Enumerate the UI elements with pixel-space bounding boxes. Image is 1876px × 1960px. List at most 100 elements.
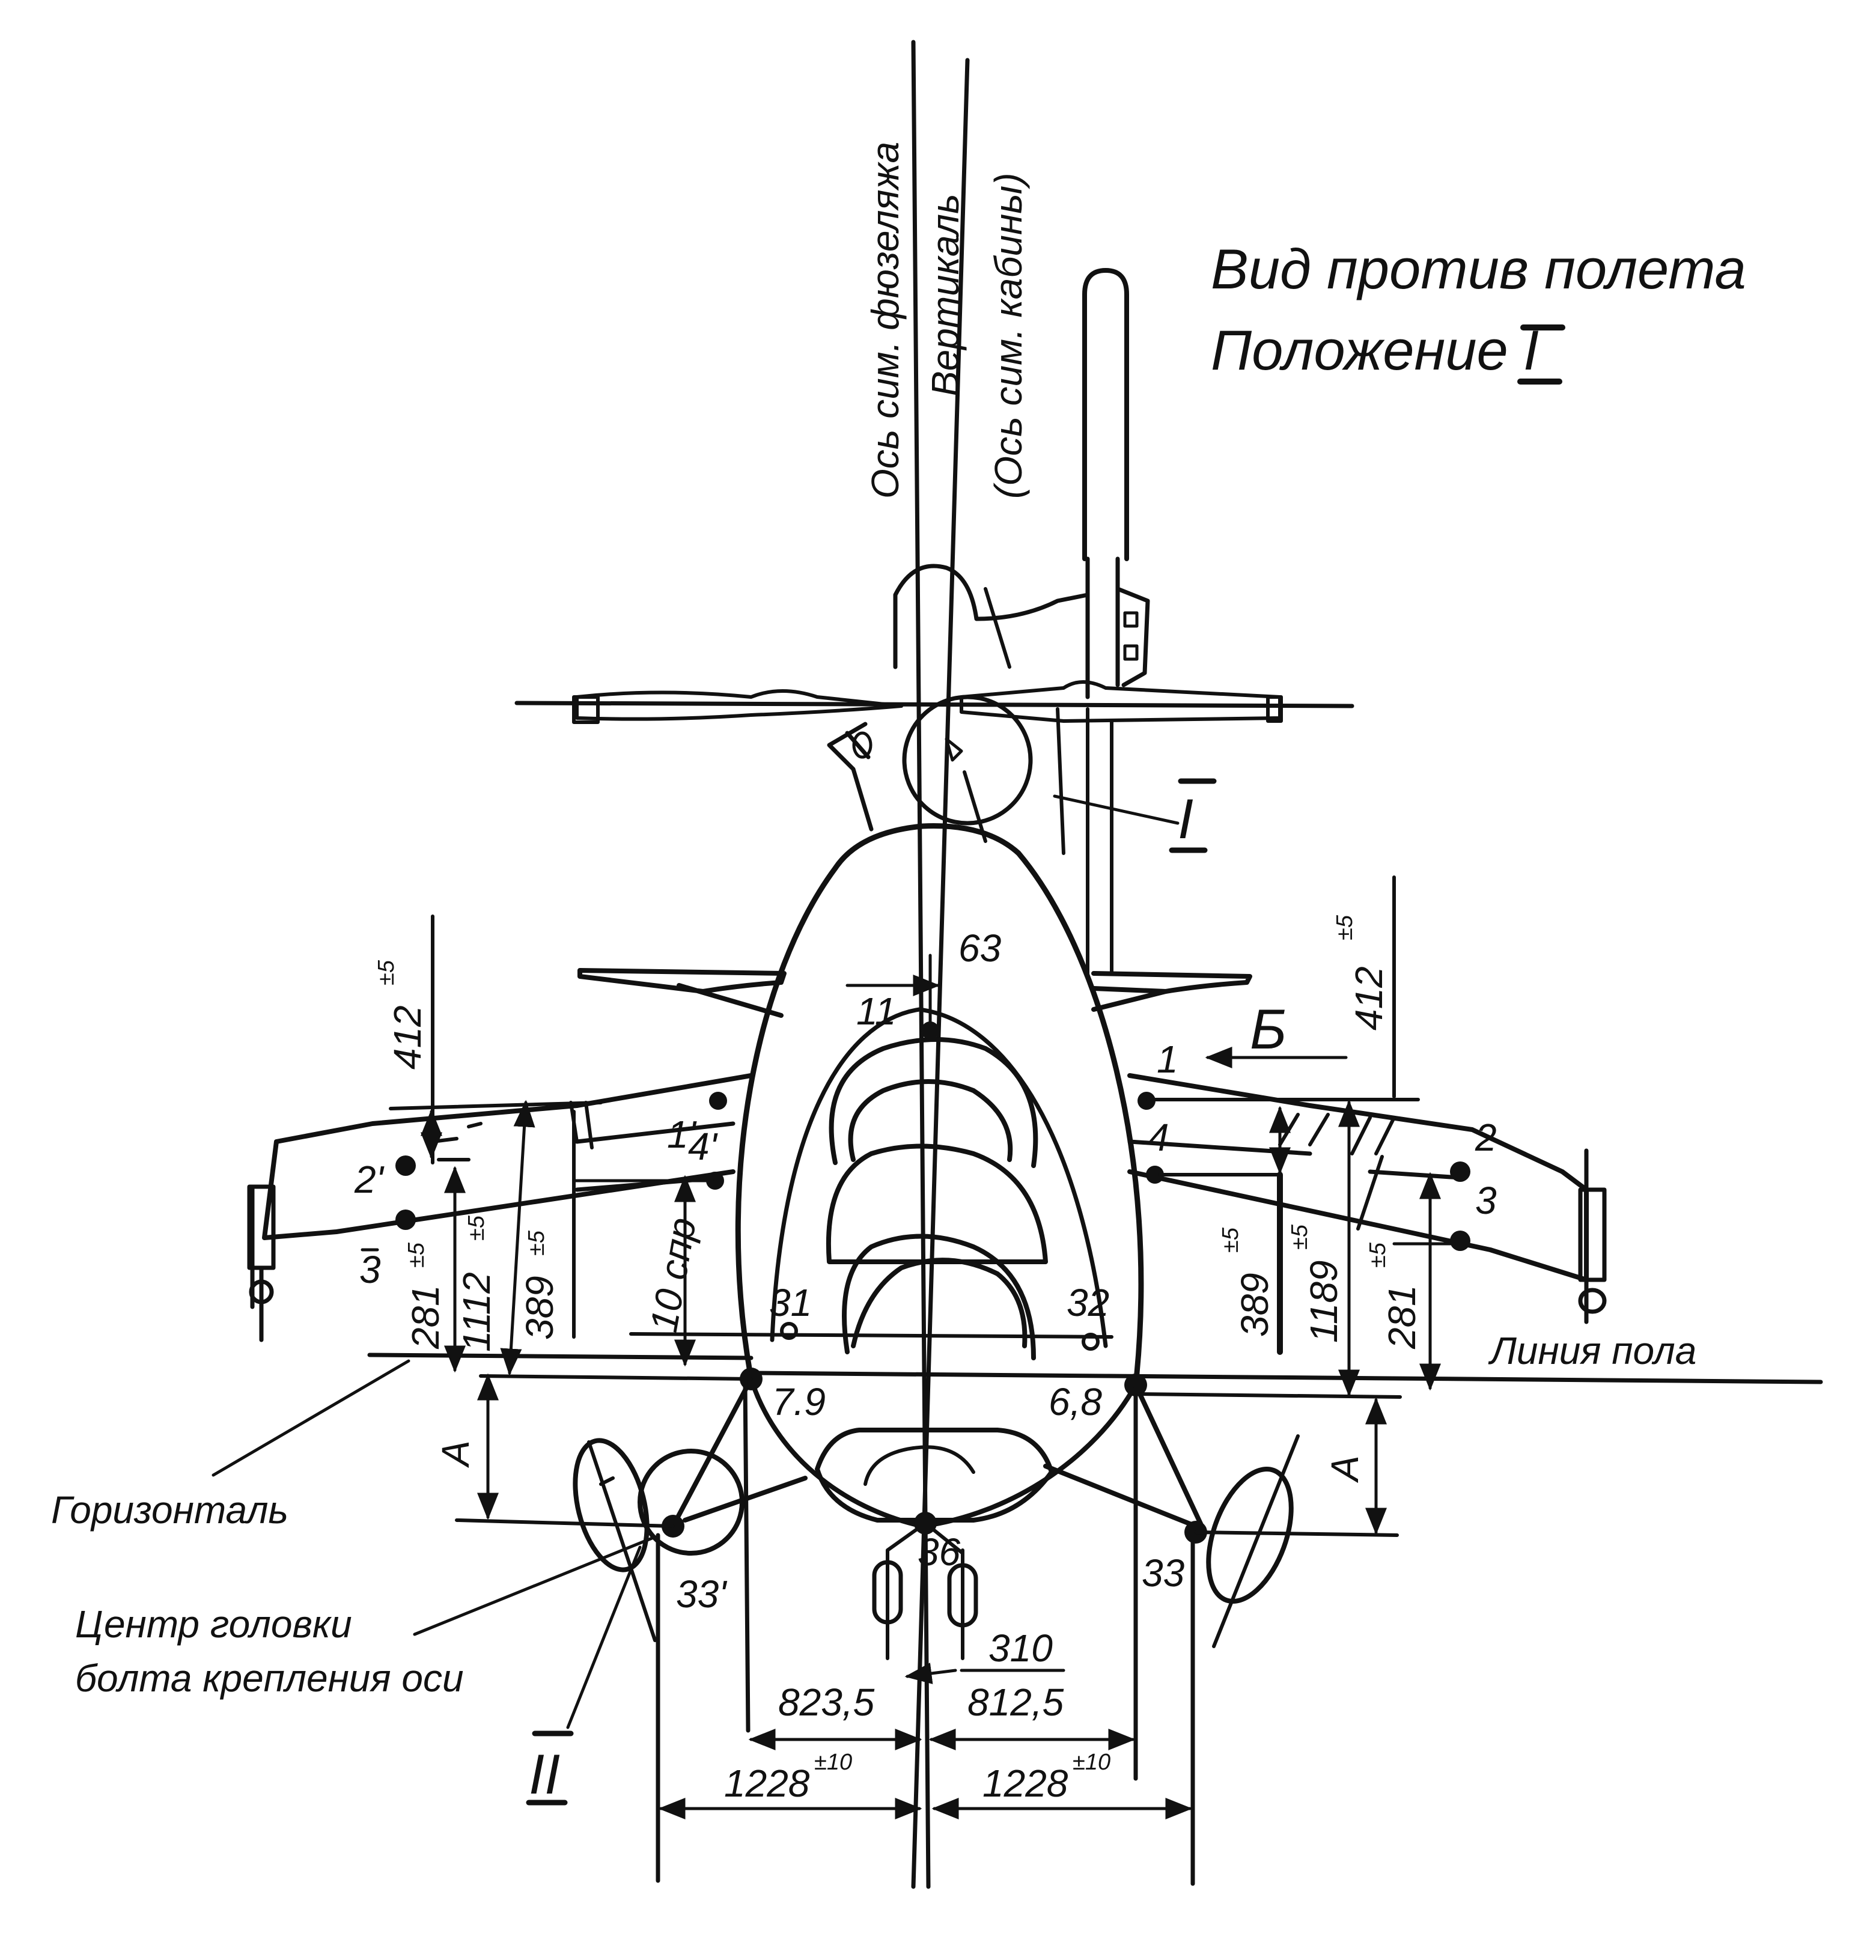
right-wheel-axle — [1212, 1434, 1300, 1648]
label-p32: 32 — [1067, 1281, 1109, 1324]
label-p33: 33 — [1142, 1551, 1185, 1595]
tol-281-left: ±5 — [404, 1242, 429, 1268]
canopy-frame-5 — [851, 1258, 1028, 1348]
view-i-label: I — [1178, 787, 1193, 850]
dim-label-63: 63 — [958, 927, 1002, 970]
point-2p — [395, 1155, 416, 1176]
label-p36: 36 — [918, 1530, 961, 1574]
tol-1112: ±5 — [464, 1215, 489, 1241]
horizontal-leader — [212, 1359, 410, 1477]
title-block: Вид против полета Положение I — [1211, 237, 1746, 385]
right-wheel — [1206, 1467, 1294, 1604]
tail-boom-top — [893, 564, 1090, 669]
point-3 — [1450, 1231, 1470, 1251]
bottom-ext-left-inner — [743, 1380, 751, 1733]
axle-level-left — [455, 1518, 675, 1528]
point-4p — [706, 1172, 724, 1190]
horizontal-line — [367, 1353, 754, 1360]
intake-circle — [902, 695, 1033, 826]
point-labels: 11 1' 4' 2' 3 1 4 2 3 31 32 7.9 6,8 33' … — [354, 990, 1497, 1616]
dim-label-412-right: 412 — [1347, 966, 1390, 1030]
title-line1: Вид против полета — [1211, 237, 1746, 300]
stabilizer-tip-right — [1266, 695, 1283, 723]
stabilizer-left — [575, 689, 903, 721]
tail-boom-strut — [984, 587, 1011, 669]
tail-pylon — [1085, 556, 1150, 699]
left-pod-tip — [249, 1279, 274, 1304]
fuselage-axis-label: Ось сим. фюзеляжа — [863, 142, 907, 499]
label-p1: 1 — [1157, 1038, 1178, 1081]
label-p68: 6,8 — [1049, 1380, 1102, 1423]
canopy-frame-3 — [826, 1143, 1048, 1264]
label-p4p: 4' — [688, 1125, 719, 1168]
left-upper-winglet — [577, 968, 787, 1018]
horizontal-label: Горизонталь — [51, 1488, 288, 1532]
right-wing-hatch — [1278, 1113, 1396, 1231]
point-11 — [921, 1021, 939, 1039]
bolt-center-label-1: Центр головки — [75, 1602, 352, 1646]
stabilizer-tip-left — [572, 695, 600, 724]
right-gear-strut — [1043, 1383, 1204, 1529]
label-p2: 2 — [1475, 1116, 1497, 1159]
left-wing — [262, 1073, 754, 1240]
intake-strut-mid — [963, 770, 987, 843]
left-wheel-axle — [587, 1440, 657, 1642]
left-ext-1112 — [389, 1101, 603, 1110]
label-p79: 7.9 — [772, 1380, 826, 1423]
floor-line-label: Линия пола — [1488, 1329, 1696, 1372]
label-p4: 4 — [1148, 1116, 1169, 1159]
axle-level-right — [1194, 1530, 1399, 1537]
label-p31: 31 — [769, 1281, 812, 1324]
intake-strut-right — [1056, 707, 1113, 975]
dim-310 — [904, 1663, 957, 1684]
canopy-frame-2 — [848, 1079, 1013, 1162]
label-p3p: 3 — [359, 1248, 381, 1291]
tail-wheel-struts — [886, 1521, 964, 1660]
tail-section — [893, 268, 1150, 699]
tol-412-left: ±5 — [374, 960, 399, 985]
landing-gear — [573, 1377, 1300, 1660]
fuselage-outer — [735, 823, 1144, 1388]
tol-412-right: ±5 — [1332, 915, 1357, 940]
point-2 — [1450, 1161, 1470, 1182]
dim-label-389-left: 389 — [518, 1276, 561, 1340]
stub-wings — [247, 968, 1607, 1342]
reference-lines — [212, 1332, 1823, 1636]
left-outer-wheel — [573, 1438, 650, 1572]
point-68 — [1124, 1374, 1147, 1396]
dim-label-1228-left: 1228 — [724, 1762, 810, 1805]
tol-281-right: ±5 — [1365, 1242, 1390, 1268]
point-31 — [780, 1322, 798, 1340]
point-3p — [395, 1210, 416, 1230]
level-left — [629, 1332, 1113, 1339]
floor-line-right — [1134, 1392, 1402, 1399]
tol-1228-right: ±10 — [1073, 1750, 1110, 1775]
callouts: Линия пола Горизонталь Центр головки бол… — [51, 778, 1696, 1806]
reference-points — [395, 1021, 1470, 1544]
tol-389-right: ±5 — [1218, 1227, 1243, 1253]
dimension-lines — [389, 794, 1456, 1886]
dim-label-1228-right: 1228 — [982, 1762, 1068, 1805]
label-p2p: 2' — [354, 1158, 385, 1201]
dim-label-1112: 1112 — [455, 1272, 498, 1352]
canopy-outline — [770, 1007, 1108, 1348]
floor-line — [749, 1371, 1823, 1384]
stabilizer-right — [960, 680, 1282, 723]
dim-label-10spr: 10 спр — [642, 1214, 704, 1335]
intake-inner-1 — [852, 731, 873, 759]
tail-bracket-2 — [1123, 644, 1139, 661]
dimension-labels: 63 412 ±5 412 ±5 281 ±5 1112 ±5 389 ±5 1… — [374, 915, 1424, 1805]
tol-1189: ±5 — [1287, 1224, 1312, 1250]
tol-389-left: ±5 — [524, 1230, 549, 1256]
view-ii-leader — [566, 1545, 642, 1729]
engine-intake — [827, 695, 1113, 975]
belly-fairing — [815, 1428, 1054, 1523]
dim-label-A-left: A — [434, 1440, 477, 1468]
fuselage — [735, 823, 1144, 1529]
stabilizer — [514, 680, 1354, 724]
view-i-leader — [1053, 794, 1180, 825]
floor-line-left — [479, 1374, 753, 1381]
label-p33p: 33' — [676, 1572, 728, 1616]
right-wing — [1127, 1073, 1589, 1282]
